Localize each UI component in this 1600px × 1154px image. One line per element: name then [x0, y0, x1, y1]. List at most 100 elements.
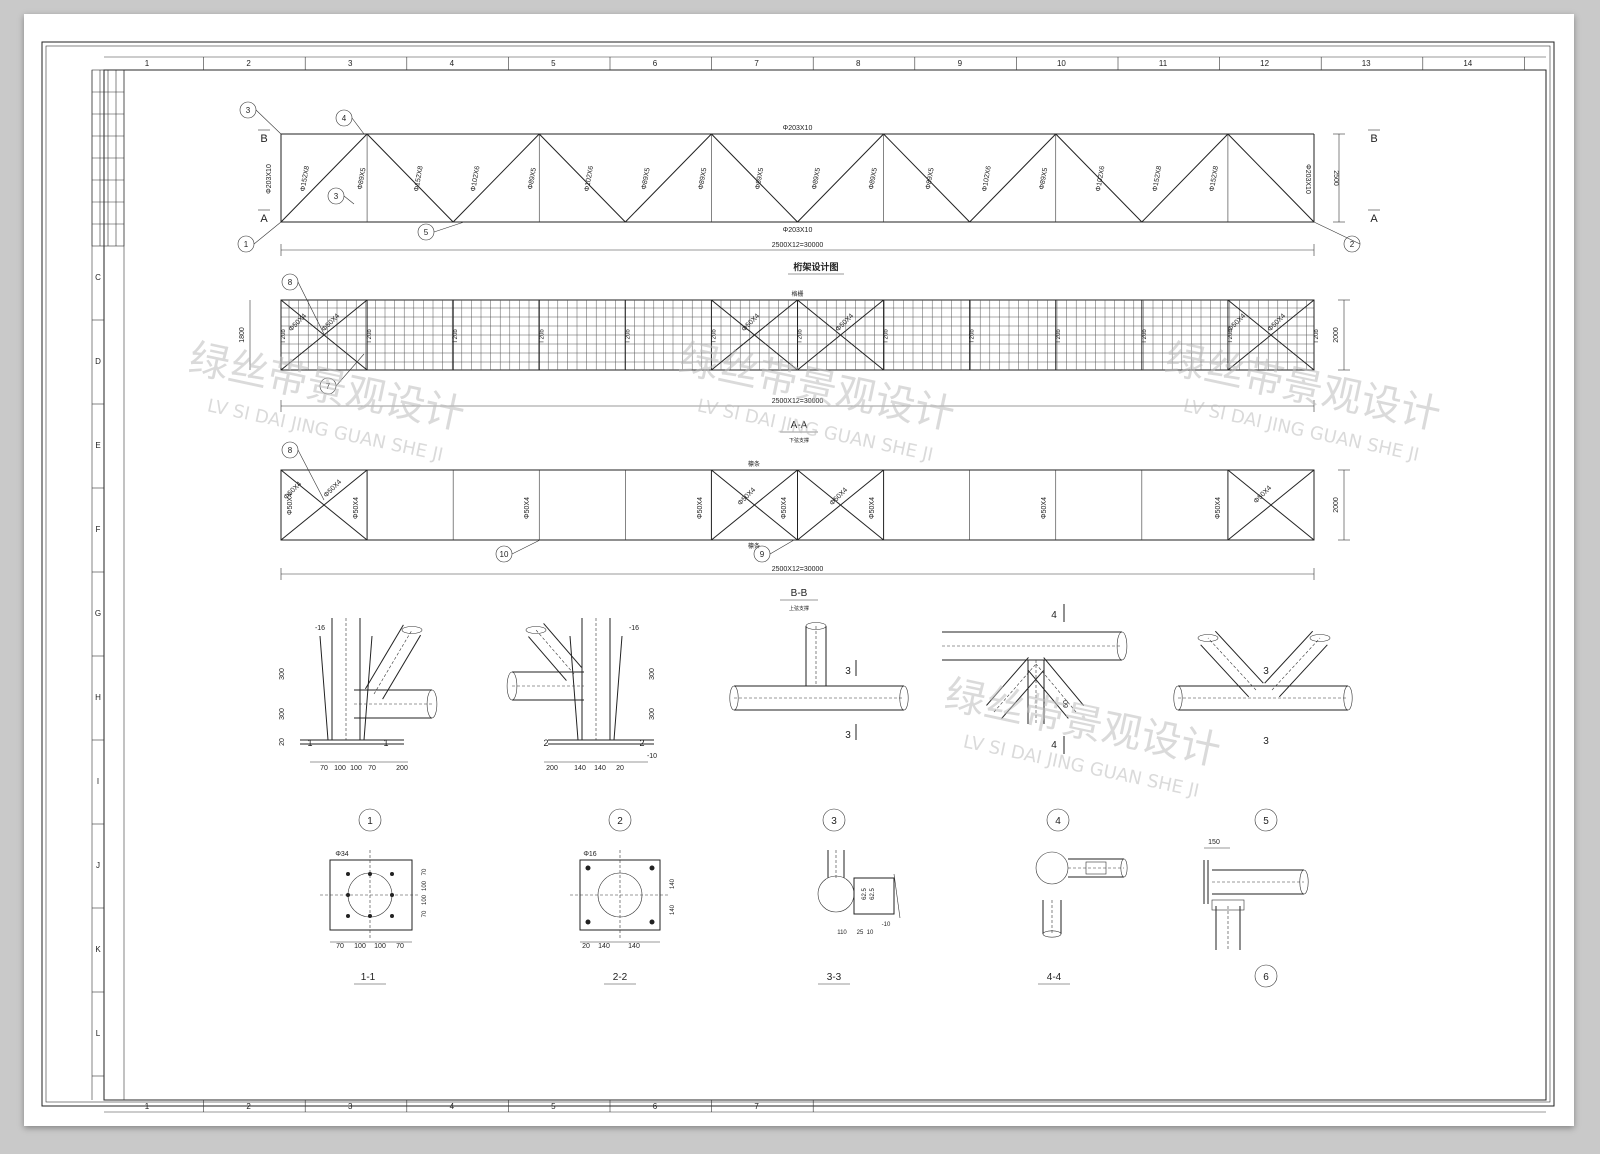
post-label: I 20b — [453, 329, 459, 343]
dim: -10 — [882, 922, 891, 928]
row-letter: K — [95, 945, 101, 954]
top-label: 格栅 — [791, 290, 803, 298]
diagonal-pipe — [528, 623, 582, 681]
callout-number: 1 — [244, 240, 249, 249]
post-label: I 20b — [367, 329, 373, 343]
callout-leader — [253, 221, 282, 245]
post-label: I 20b — [625, 329, 631, 343]
column-number: 11 — [1159, 59, 1168, 68]
pipe-edge — [1214, 630, 1264, 684]
detail-number-circle — [1254, 964, 1278, 988]
pipe-edge — [528, 636, 567, 681]
bolt — [585, 919, 591, 925]
overall-dimension: 2500X12=30000 — [772, 398, 824, 405]
dim: 20 — [616, 765, 624, 772]
column-number: 1 — [145, 1102, 150, 1111]
bolt — [585, 865, 591, 871]
column-number: 14 — [1463, 59, 1472, 68]
brace-label: Φ50X4 — [869, 497, 876, 519]
dim: 300 — [279, 668, 286, 680]
detail-number: 6 — [1263, 972, 1269, 983]
row-letter: C — [95, 273, 101, 282]
dim: 100 — [334, 765, 346, 772]
column-number: 7 — [754, 1102, 759, 1111]
detail-number-circle — [822, 808, 846, 832]
brace-label: Φ50X4 — [835, 313, 856, 334]
detail-number: 2 — [617, 816, 623, 827]
column-number: 9 — [958, 59, 963, 68]
column-number: 12 — [1260, 59, 1269, 68]
plan-a-a-subtitle: 下弦支撑 — [789, 437, 809, 444]
dim: 70 — [396, 943, 404, 950]
member-label: Φ152X8 — [413, 165, 424, 192]
row-letter: E — [95, 441, 100, 450]
dim: 140 — [574, 765, 586, 772]
drawing-frame — [103, 69, 1547, 1101]
column-number: 3 — [348, 59, 353, 68]
cut-mark: 4 — [1051, 740, 1057, 751]
dim: 70 — [320, 765, 328, 772]
post-label: I 20b — [798, 329, 804, 343]
diagonal-pipe — [1027, 657, 1085, 719]
cut-mark: 1 — [307, 738, 312, 748]
callout-leader — [335, 353, 365, 387]
member-label: Φ89X5 — [755, 167, 766, 190]
callout-number: 8 — [288, 446, 293, 455]
vertical-pipe — [805, 626, 827, 686]
pipe-end — [401, 626, 423, 634]
horizontal-pipe — [1178, 685, 1348, 711]
web-diagonal — [969, 133, 1057, 223]
dim: 70 — [422, 868, 428, 875]
callout-number: 3 — [334, 192, 339, 201]
member-label: Φ89X5 — [698, 167, 709, 190]
web-diagonal — [538, 133, 626, 223]
callout-number: 2 — [1350, 240, 1355, 249]
bolt — [649, 919, 655, 925]
side-plate — [853, 877, 895, 915]
row-letter: H — [95, 693, 101, 702]
horizontal-pipe — [1068, 858, 1124, 878]
overall-dimension: 2500X12=30000 — [772, 566, 824, 573]
callout-number: 5 — [424, 228, 429, 237]
dim: 70 — [336, 943, 344, 950]
section-title: 1-1 — [361, 972, 376, 983]
callout-number: 8 — [288, 278, 293, 287]
cut-mark: 1 — [383, 738, 388, 748]
detail-number-circle — [1046, 808, 1070, 832]
cut-mark: 4 — [1051, 610, 1057, 621]
bottom-label: 檩条 — [748, 542, 760, 550]
elevation-title: 桁架设计图 — [793, 261, 838, 272]
pipe-edge — [1027, 670, 1069, 719]
top-chord-label: Φ203X10 — [783, 125, 813, 132]
dim: 20 — [582, 943, 590, 950]
dim: -10 — [647, 753, 657, 760]
post-label: I 20b — [1142, 329, 1148, 343]
brace-label: Φ50X4 — [1215, 497, 1222, 519]
web-diagonal — [366, 133, 454, 223]
dim: 60 — [1063, 700, 1070, 708]
column-number: 13 — [1362, 59, 1371, 68]
dim: 20 — [279, 738, 286, 746]
post-label: I 20b — [281, 329, 287, 343]
bolt — [346, 893, 350, 897]
brace-label: Φ50X4 — [323, 479, 344, 500]
pipe-end — [729, 685, 739, 711]
row-letter: L — [96, 1029, 101, 1038]
member-label: Φ152X8 — [1152, 165, 1163, 192]
section-4-4: 4-4 — [1035, 851, 1128, 985]
pipe-end — [1343, 685, 1353, 711]
web-diagonal — [1141, 133, 1229, 223]
brace — [797, 469, 884, 541]
pipe-edge — [1043, 657, 1085, 706]
plan-b-b-title: B-B — [791, 588, 808, 599]
detail-5: 33 — [1173, 630, 1353, 747]
callout-leader — [511, 539, 541, 555]
detail-4: 4 4 60 — [942, 604, 1128, 754]
member-label: Φ89X5 — [925, 167, 936, 190]
callout-leader — [351, 117, 365, 135]
web-diagonal — [452, 133, 540, 223]
dim: 200 — [546, 765, 558, 772]
horizontal-pipe — [354, 689, 432, 719]
